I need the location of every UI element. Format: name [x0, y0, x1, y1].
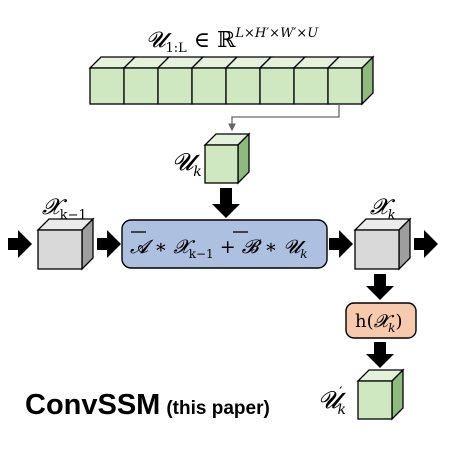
sequence-cube [190, 56, 239, 105]
output-label: 𝓤′k [318, 385, 347, 418]
arrow-output-right [414, 230, 438, 258]
sequence-cube [292, 56, 341, 105]
select-connector [228, 104, 340, 132]
uk-cube [203, 132, 251, 185]
uk-label: 𝓤k [172, 148, 202, 180]
h-box [345, 302, 417, 339]
xk-cube [353, 217, 412, 271]
xk-minus-1-cube [36, 217, 95, 271]
sequence-label: 𝓤1:L ∈ ℝL×H′×W′×U [146, 26, 319, 56]
diagram-title: ConvSSM(this paper) [25, 389, 270, 421]
equation-text: 𝓐 ∗ 𝓧k−1 + 𝓑 ∗ 𝓤k [130, 236, 308, 261]
input-sequence-cubes [88, 55, 375, 106]
h-box-text: h(𝓧k) [355, 311, 402, 335]
arrow-equation-to-xk [329, 230, 353, 258]
output-cube [356, 368, 405, 421]
sequence-cube [326, 55, 375, 106]
arrow-input-left [8, 230, 32, 258]
arrow-xk-to-h [366, 274, 394, 300]
arrow-h-to-output [366, 342, 394, 368]
equation-box [121, 219, 328, 269]
sequence-cube [258, 56, 307, 105]
arrow-xk-minus-1-to-equation [97, 230, 121, 258]
sequence-cube [122, 56, 171, 105]
arrow-uk-to-equation [212, 188, 240, 218]
